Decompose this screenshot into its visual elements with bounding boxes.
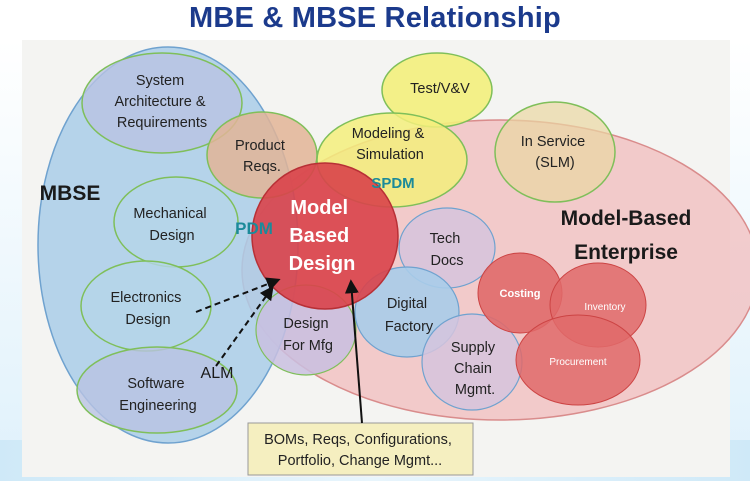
page-title: MBE & MBSE Relationship bbox=[189, 2, 561, 34]
software-engineering-label: Software Engineering bbox=[119, 376, 196, 414]
modeling-simulation-label: Modeling & Simulation bbox=[352, 126, 429, 163]
background-left-accent bbox=[0, 40, 22, 481]
model-based-design-node bbox=[251, 162, 399, 310]
spdm-tag: SPDM bbox=[371, 175, 414, 192]
electronics-design-node bbox=[80, 260, 212, 352]
callout-text: BOMs, Reqs, Configurations, Portfolio, C… bbox=[264, 432, 456, 469]
tech-docs-label: Tech Docs bbox=[430, 231, 465, 269]
electronics-design-label: Electronics Design bbox=[111, 290, 186, 328]
inventory-label: Inventory bbox=[584, 302, 625, 313]
procurement-node bbox=[515, 314, 641, 406]
procurement-label: Procurement bbox=[549, 357, 606, 368]
digital-factory-label: Digital Factory bbox=[385, 296, 434, 335]
pdm-tag: PDM bbox=[235, 219, 273, 238]
supply-chain-label: Supply Chain Mgmt. bbox=[451, 340, 499, 398]
model-based-design-label: Model Based Design bbox=[289, 197, 356, 275]
in-service-node bbox=[494, 101, 616, 203]
electronics-link-arrow bbox=[195, 277, 281, 313]
in-service-label: In Service (SLM) bbox=[521, 134, 590, 171]
mechanical-design-label: Mechanical Design bbox=[133, 206, 210, 244]
callout-arrow bbox=[344, 279, 363, 424]
callout-box bbox=[247, 422, 474, 476]
mbse-label: MBSE bbox=[40, 182, 101, 205]
mbe-label-line2: Enterprise bbox=[574, 241, 678, 264]
costing-label: Costing bbox=[500, 288, 541, 300]
alm-tag: ALM bbox=[201, 365, 234, 382]
mechanical-design-node bbox=[113, 176, 239, 268]
test-vv-label: Test/V&V bbox=[410, 81, 470, 97]
alm-link-arrow bbox=[215, 285, 274, 367]
software-engineering-node bbox=[76, 346, 238, 434]
design-for-mfg-label: Design For Mfg bbox=[283, 316, 333, 354]
system-architecture-node bbox=[81, 52, 243, 154]
mbe-label-line1: Model-Based bbox=[561, 207, 692, 230]
system-architecture-label: System Architecture & Requirements bbox=[114, 73, 209, 131]
product-reqs-label: Product Reqs. bbox=[235, 138, 289, 175]
